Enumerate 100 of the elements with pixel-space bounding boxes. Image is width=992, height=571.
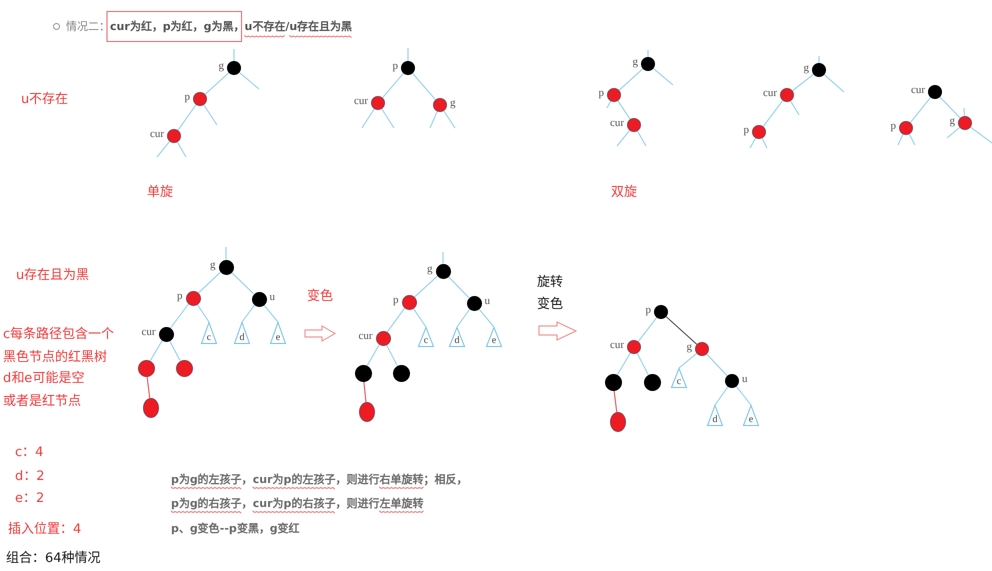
tree-edge-line (617, 100, 631, 120)
node-label: g (210, 258, 216, 272)
nil-link-line (750, 138, 756, 148)
subtree-triangle (270, 322, 286, 344)
tree-edge-line (762, 100, 784, 127)
node-label: p (392, 60, 398, 72)
tree-edge-line (242, 304, 256, 322)
node-label: u (270, 290, 275, 304)
tree-edge-line (198, 272, 222, 294)
count-text: e：2 (15, 490, 44, 508)
tree-edge-line (678, 352, 698, 368)
node-label: cur (610, 116, 624, 130)
tree-edge-line (178, 104, 196, 131)
nil-link-line (970, 126, 992, 144)
nil-link-line (946, 126, 960, 138)
node-label: cur (762, 86, 777, 100)
count-text: d：2 (15, 468, 45, 486)
tree-node (627, 340, 641, 354)
node-label: u (484, 294, 490, 308)
subtree-label: d (454, 335, 460, 346)
step-label: 变色 (307, 288, 333, 306)
tree-node (899, 121, 913, 135)
node-label: cur (910, 84, 925, 96)
nil-link-line (381, 108, 394, 128)
tree-edge-line (616, 352, 631, 376)
tree-edge-line (638, 317, 658, 342)
case-label: 双旋 (611, 184, 637, 202)
tree-edge-line (448, 276, 470, 298)
tree-node (376, 330, 390, 346)
tree-node (138, 360, 154, 376)
rule-text: p、g变色--p变黑，g变红 (171, 522, 300, 534)
node-label: p (598, 86, 604, 100)
tree-edge-line (792, 74, 814, 92)
nil-link-line (636, 130, 646, 146)
subtree-label: d (240, 332, 244, 343)
subtree-triangle (449, 327, 465, 347)
node-label: cur (610, 338, 624, 352)
step-label: 变色 (537, 296, 563, 314)
tree-node (186, 290, 200, 306)
tree-edge-line (666, 316, 698, 345)
case-label: 单旋 (147, 184, 173, 202)
tree-node (958, 116, 972, 130)
rule-text: p为g的右孩子，cur为p的右孩子，则进行左单旋转 (171, 496, 424, 510)
tree-node (392, 364, 410, 382)
tree-node (436, 264, 450, 278)
subtree-triangle (671, 368, 687, 388)
tree-edge-line (386, 344, 398, 366)
node-label: cur (141, 326, 156, 338)
subtree-label: e (748, 414, 754, 425)
case-label: u不存在 (21, 91, 68, 109)
node-label: g (686, 340, 692, 354)
tree-node (752, 125, 766, 139)
tree-node (812, 63, 826, 77)
nil-link-line (818, 56, 820, 64)
tree-edge-line (169, 340, 181, 361)
nil-link-line (176, 142, 186, 158)
tree-edge-line (386, 308, 406, 332)
tree-edge-line (478, 308, 494, 328)
tree-node (218, 260, 234, 274)
node-label: g (950, 114, 955, 128)
node-label: g (450, 96, 456, 110)
tree-edge-line (736, 386, 752, 406)
count-text: 插入位置：4 (8, 521, 82, 539)
tree-edge-line (263, 304, 278, 322)
nil-link-line (156, 140, 170, 158)
tree-edge-line (412, 308, 426, 328)
tree-node (158, 326, 174, 342)
node-label: p (393, 294, 398, 306)
node-label: cur (358, 330, 372, 342)
tree-edge-line (714, 386, 728, 406)
subtree-triangle (418, 327, 434, 347)
node-label: p (184, 90, 190, 104)
tree-node (401, 61, 415, 75)
nil-link-line (443, 110, 456, 128)
tree-edge-line (412, 72, 436, 100)
tree-node (193, 92, 207, 106)
tree-edge-line (170, 304, 189, 328)
subtree-triangle (743, 405, 759, 426)
tree-node (607, 88, 621, 102)
count-text: c：4 (15, 444, 44, 462)
node-label: g (632, 56, 638, 68)
tree-node (654, 305, 668, 319)
tree-edge-line (414, 276, 438, 298)
tree-edge-line (910, 96, 932, 124)
tree-edge-line (614, 390, 618, 413)
subtree-triangle (201, 322, 217, 344)
tree-node (433, 98, 447, 112)
subtree-label: c (206, 332, 212, 343)
tree-node (695, 342, 709, 356)
nil-link-line (824, 74, 844, 92)
rule-text: p为g的左孩子，cur为p的左孩子，则进行右单旋转；相反， (171, 472, 468, 486)
node-label: p (177, 290, 182, 302)
tree-edge-line (204, 72, 230, 95)
nil-link-line (616, 130, 630, 146)
tree-edge-line (456, 308, 470, 328)
tree-edge-line (706, 354, 728, 376)
node-label: cur (354, 94, 368, 108)
node-label: u (742, 372, 748, 386)
node-label: g (427, 262, 432, 276)
node-label: p (646, 304, 651, 316)
